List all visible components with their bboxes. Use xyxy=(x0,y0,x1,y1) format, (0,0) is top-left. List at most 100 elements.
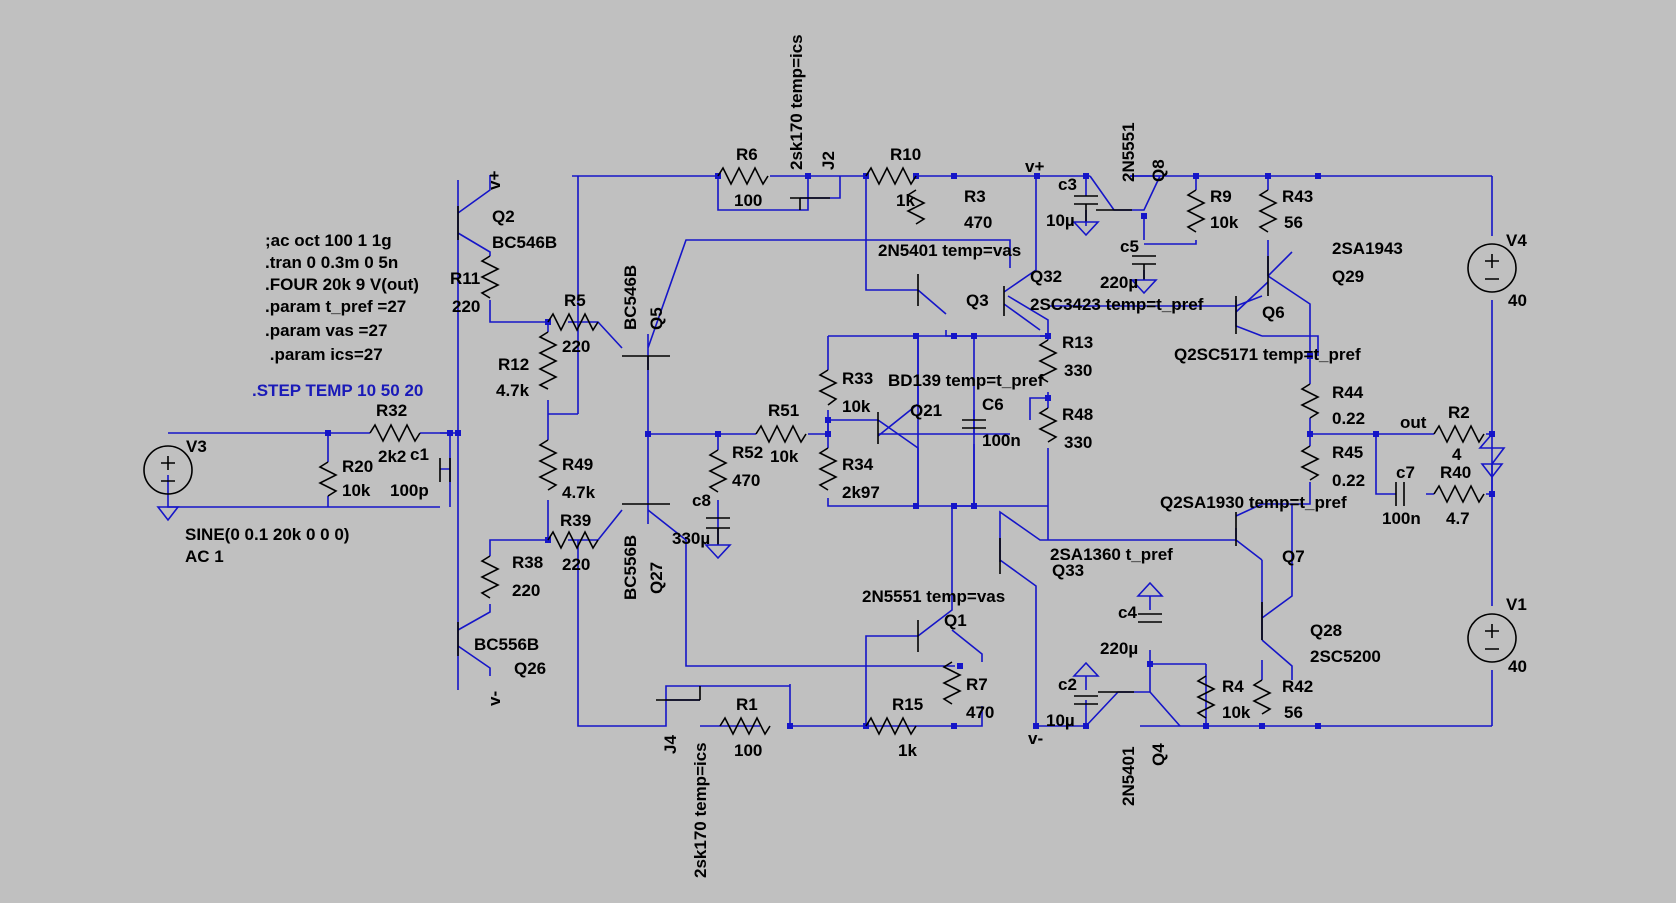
label-r38: R38 xyxy=(512,553,543,572)
value-r3: 470 xyxy=(964,213,992,232)
label-r48: R48 xyxy=(1062,405,1093,424)
model-q33: 2SA1360 t_pref xyxy=(1050,545,1173,564)
value-r32: 2k2 xyxy=(378,447,406,466)
source-labels: V3 SINE(0 0.1 20k 0 0 0) AC 1 V4 40 V1 4… xyxy=(185,231,1527,676)
junction-dots xyxy=(325,173,1495,729)
net-vplus-q2: v+ xyxy=(485,171,504,190)
model-q32: 2N5401 temp=vas xyxy=(878,241,1021,260)
resistor-r6 xyxy=(717,166,769,186)
label-r10: R10 xyxy=(890,145,921,164)
label-q2: Q2 xyxy=(492,207,515,226)
label-r51: R51 xyxy=(768,401,799,420)
value-c6: 100n xyxy=(982,431,1021,450)
label-c4: c4 xyxy=(1118,603,1137,622)
model-q2: BC546B xyxy=(492,233,557,252)
label-j4: J4 xyxy=(661,735,680,754)
transistor-j2 xyxy=(790,197,830,210)
value-r39: 220 xyxy=(562,555,590,574)
resistor-r9 xyxy=(1186,189,1206,233)
value-r9: 10k xyxy=(1210,213,1239,232)
value-r12: 4.7k xyxy=(496,381,530,400)
label-q5: Q5 xyxy=(647,307,666,330)
value-r13: 330 xyxy=(1064,361,1092,380)
resistor-r1 xyxy=(719,716,771,736)
capacitor-c6 xyxy=(962,419,986,429)
label-r9: R9 xyxy=(1210,187,1232,206)
value-r34: 2k97 xyxy=(842,483,880,502)
label-r49: R49 xyxy=(562,455,593,474)
label-c3: c3 xyxy=(1058,175,1077,194)
label-q29: Q29 xyxy=(1332,267,1364,286)
resistor-r7 xyxy=(942,661,962,705)
label-c1: c1 xyxy=(410,445,429,464)
value-r11: 220 xyxy=(452,297,480,316)
label-r43: R43 xyxy=(1282,187,1313,206)
resistor-r2 xyxy=(1433,424,1485,444)
label-r6: R6 xyxy=(736,145,758,164)
value-c2: 10µ xyxy=(1046,711,1075,730)
model-j2: 2sk170 temp=ics xyxy=(787,34,806,170)
label-q28: Q28 xyxy=(1310,621,1342,640)
label-r42: R42 xyxy=(1282,677,1313,696)
value-c5: 220µ xyxy=(1100,273,1138,292)
label-q26: Q26 xyxy=(514,659,546,678)
net-out: out xyxy=(1400,413,1427,432)
label-r32: R32 xyxy=(376,401,407,420)
label-r39: R39 xyxy=(560,511,591,530)
value-c8: 330µ xyxy=(672,529,710,548)
label-r5: R5 xyxy=(564,291,586,310)
label-r40: R40 xyxy=(1440,463,1471,482)
label-q27: Q27 xyxy=(647,562,666,594)
label-r15: R15 xyxy=(892,695,923,714)
directive-tran: .tran 0 0.3m 0 5n xyxy=(265,253,398,272)
model-q21: BD139 temp=t_pref xyxy=(888,371,1044,390)
value-v4: 40 xyxy=(1508,291,1527,310)
transistor-j4 xyxy=(656,686,701,701)
resistor-r11 xyxy=(480,255,500,299)
value-r45: 0.22 xyxy=(1332,471,1365,490)
net-labels: v+ v- v+ v- out xyxy=(485,157,1427,748)
label-q3: Q3 xyxy=(966,291,989,310)
resistor-labels: R32 2k2 R20 10k R11 220 R12 4.7k R5 220 … xyxy=(342,145,1471,760)
label-v3: V3 xyxy=(186,437,207,456)
source-v4 xyxy=(1467,243,1517,293)
value-c7: 100n xyxy=(1382,509,1421,528)
value-r10: 1k xyxy=(896,191,915,210)
resistor-r13 xyxy=(1038,339,1058,383)
directive-param-tpref: .param t_pref =27 xyxy=(265,297,406,316)
label-q7: Q7 xyxy=(1282,547,1305,566)
value-r6: 100 xyxy=(734,191,762,210)
value-r44: 0.22 xyxy=(1332,409,1365,428)
resistor-r51 xyxy=(755,424,807,444)
model-q26: BC556B xyxy=(474,635,539,654)
label-c2: c2 xyxy=(1058,675,1077,694)
value-c1: 100p xyxy=(390,481,429,500)
resistor-r5 xyxy=(547,312,599,332)
resistor-r43 xyxy=(1258,189,1278,233)
label-r33: R33 xyxy=(842,369,873,388)
label-q1: Q1 xyxy=(944,611,967,630)
label-c5: c5 xyxy=(1120,237,1139,256)
capacitor-c5 xyxy=(1132,255,1156,280)
model-q6: Q2SC5171 temp=t_pref xyxy=(1174,345,1361,364)
capacitor-c1 xyxy=(439,458,451,482)
value-v3-sine: SINE(0 0.1 20k 0 0 0) xyxy=(185,525,349,544)
label-c6: C6 xyxy=(982,395,1004,414)
value-r1: 100 xyxy=(734,741,762,760)
capacitor-c3 xyxy=(1074,195,1098,222)
resistor-r52 xyxy=(708,449,728,493)
resistor-r48 xyxy=(1038,407,1058,443)
source-v3 xyxy=(143,445,193,495)
directive-step: .STEP TEMP 10 50 20 xyxy=(252,381,423,400)
value-r15: 1k xyxy=(898,741,917,760)
net-vminus-rail: v- xyxy=(1028,729,1043,748)
value-r5: 220 xyxy=(562,337,590,356)
value-r20: 10k xyxy=(342,481,371,500)
net-vplus-rail: v+ xyxy=(1025,157,1044,176)
value-r52: 470 xyxy=(732,471,760,490)
model-q5: BC546B xyxy=(621,265,640,330)
directive-ac: ;ac oct 100 1 1g xyxy=(265,231,392,250)
resistor-r10 xyxy=(865,166,917,186)
capacitor-c4 xyxy=(1138,613,1162,623)
